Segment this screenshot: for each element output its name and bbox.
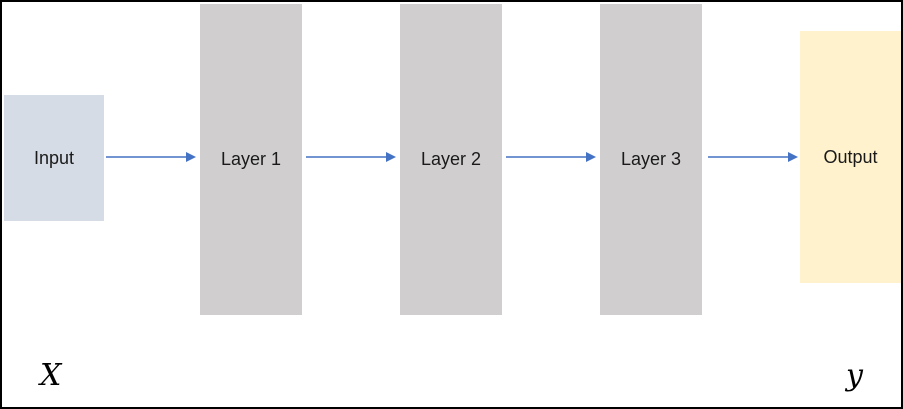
output-variable-y: y xyxy=(846,358,863,393)
layer-2-label: Layer 2 xyxy=(420,149,482,169)
layer-3-block: Layer 3 xyxy=(600,4,702,315)
layer-3-label: Layer 3 xyxy=(620,149,682,169)
arrow-input-to-layer-1 xyxy=(106,152,196,162)
arrow-layer-2-to-layer-3 xyxy=(506,152,596,162)
output-block: Output xyxy=(800,31,901,283)
input-label: Input xyxy=(33,147,75,168)
arrow-layer-1-to-layer-2 xyxy=(306,152,396,162)
input-block: Input xyxy=(4,95,104,221)
layer-1-label: Layer 1 xyxy=(220,149,282,169)
output-label: Output xyxy=(823,146,878,167)
arrow-layer-3-to-output xyxy=(708,152,798,162)
input-variable-x: X xyxy=(40,358,62,393)
layer-1-block: Layer 1 xyxy=(200,4,302,315)
layer-2-block: Layer 2 xyxy=(400,4,502,315)
